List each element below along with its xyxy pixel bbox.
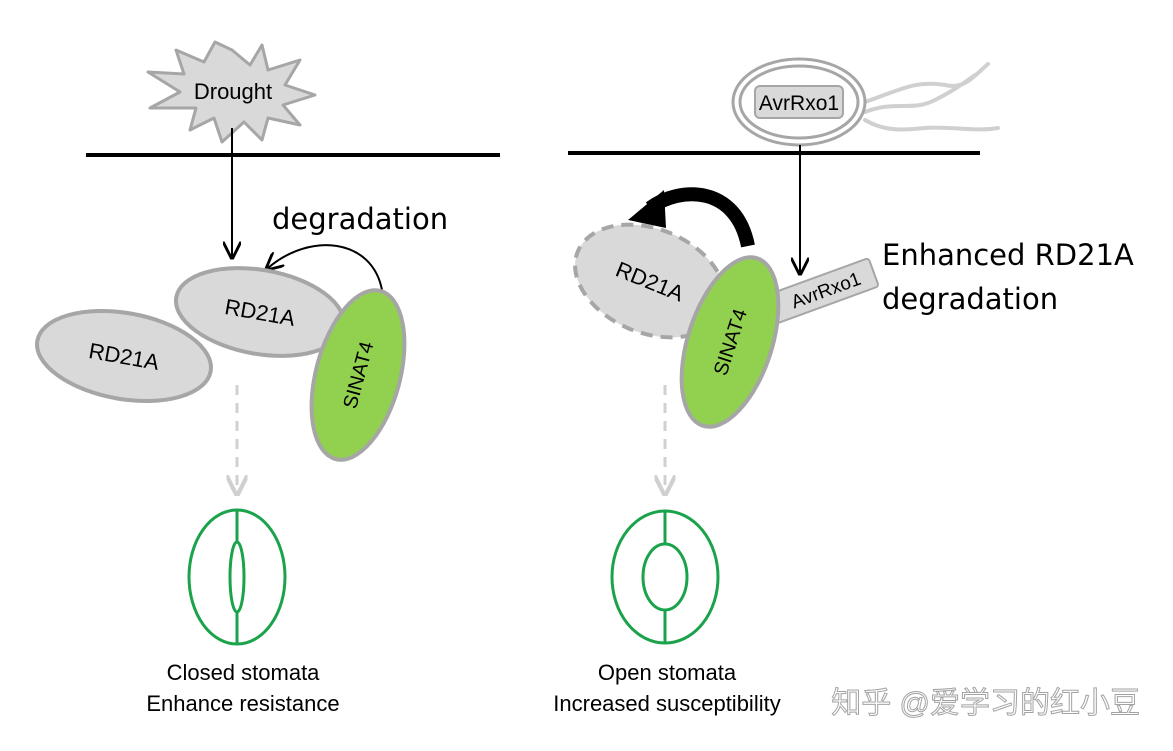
- sinat4-protein-right: SINAT4: [679, 255, 781, 429]
- degradation-arrow: [268, 244, 383, 291]
- avrrxo1-effector-label: AvrRxo1: [759, 92, 839, 115]
- watermark: 知乎 @爱学习的红小豆: [831, 687, 1140, 720]
- bacterium-flagella-icon: [863, 62, 1000, 132]
- rd21a-free-protein: RD21A: [35, 308, 213, 404]
- left-outcome-line1: Closed stomata: [167, 660, 321, 685]
- right-outcome-line2: Increased susceptibility: [553, 691, 780, 716]
- rd21a-degrading-protein: RD21A: [573, 222, 727, 340]
- avrrxo1-effector-box: [754, 85, 844, 119]
- left-panel: Drought degradation RD21A RD21A SINAT4: [35, 40, 500, 716]
- closed-stoma-icon: [187, 508, 287, 646]
- enhanced-degradation-arrowhead: [628, 190, 666, 228]
- degradation-label: degradation: [272, 202, 448, 236]
- right-outcome-line1: Open stomata: [598, 660, 737, 685]
- right-panel: AvrRxo1 RD21A AvrRxo1 SINAT4 Enhanced RD…: [553, 57, 1134, 716]
- left-outcome-line2: Enhance resistance: [146, 691, 339, 716]
- enhanced-label-line1: Enhanced RD21A: [882, 238, 1134, 272]
- rd21a-bound-protein: RD21A: [173, 266, 347, 358]
- avrrxo1-bound-effector: AvrRxo1: [765, 257, 879, 325]
- drought-label: Drought: [194, 79, 272, 104]
- sinat4-protein: SINAT4: [309, 288, 407, 462]
- enhanced-label-line2: degradation: [882, 282, 1058, 316]
- open-stoma-icon: [610, 509, 720, 645]
